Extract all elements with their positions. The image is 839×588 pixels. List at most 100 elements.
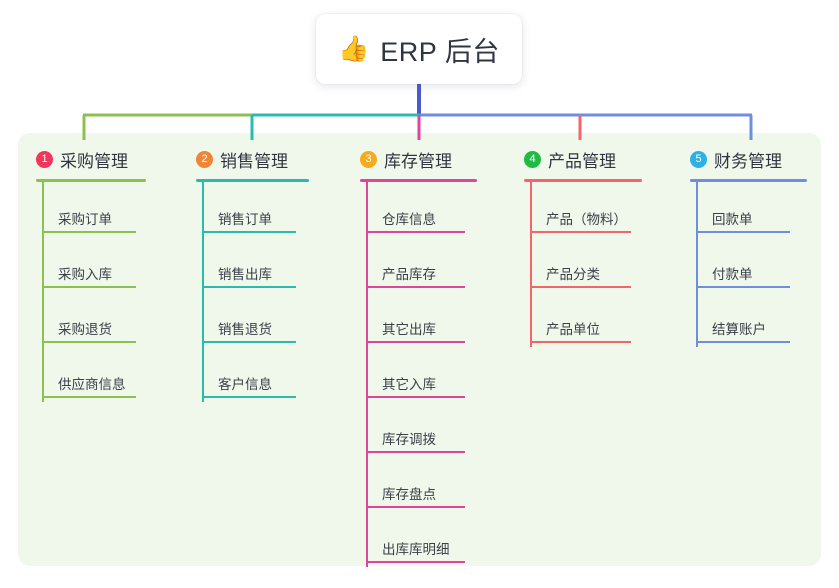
item-label: 采购订单 [58, 212, 112, 227]
item-connector-spine [530, 292, 532, 347]
module-item[interactable]: 采购入库 [36, 237, 146, 292]
item-underline [203, 341, 296, 343]
item-underline [367, 286, 465, 288]
module-item[interactable]: 产品分类 [524, 237, 642, 292]
item-underline [367, 231, 465, 233]
item-underline [531, 286, 631, 288]
root-node-content: 👍 ERP 后台 [338, 30, 500, 69]
module-item-list: 产品（物料） 产品分类产品单位 [524, 182, 642, 347]
item-underline [203, 286, 296, 288]
item-label: 付款单 [712, 267, 753, 282]
module-item[interactable]: 结算账户 [690, 292, 807, 347]
item-connector-spine [696, 182, 698, 237]
module-item[interactable]: 回款单 [690, 182, 807, 237]
item-connector-spine [366, 512, 368, 567]
item-label: 销售订单 [218, 212, 272, 227]
module-item[interactable]: 其它入库 [360, 347, 477, 402]
module-item[interactable]: 销售订单 [196, 182, 309, 237]
module-column-1: 1 采购管理采购订单采购入库采购退货供应商信息 [36, 147, 146, 402]
item-connector-spine [366, 457, 368, 512]
item-connector-spine [42, 237, 44, 292]
item-connector-spine [366, 402, 368, 457]
item-connector-spine [202, 292, 204, 347]
item-connector-spine [202, 237, 204, 292]
module-number-badge: 2 [196, 151, 213, 168]
module-header-rule [36, 179, 146, 182]
module-item[interactable]: 出库库明细 [360, 512, 477, 567]
item-underline [367, 561, 465, 563]
module-number-badge: 1 [36, 151, 53, 168]
item-label: 库存盘点 [382, 487, 436, 502]
module-item[interactable]: 供应商信息 [36, 347, 146, 402]
item-label: 客户信息 [218, 377, 272, 392]
item-underline [367, 506, 465, 508]
module-column-2: 2 销售管理销售订单销售出库销售退货客户信息 [196, 147, 309, 402]
module-number-badge: 3 [360, 151, 377, 168]
module-item-list: 仓库信息产品库存其它出库其它入库库存调拨库存盘点出库库明细 [360, 182, 477, 567]
module-item[interactable]: 销售出库 [196, 237, 309, 292]
item-label: 采购退货 [58, 322, 112, 337]
module-title: 库存管理 [384, 152, 452, 171]
module-item-list: 采购订单采购入库采购退货供应商信息 [36, 182, 146, 402]
module-item[interactable]: 仓库信息 [360, 182, 477, 237]
item-label: 产品（物料） [546, 212, 627, 227]
module-item[interactable]: 产品（物料） [524, 182, 642, 237]
module-header-1[interactable]: 1 采购管理 [36, 147, 146, 172]
item-label: 其它出库 [382, 322, 436, 337]
item-label: 出库库明细 [382, 542, 450, 557]
item-underline [203, 231, 296, 233]
item-underline [367, 341, 465, 343]
item-underline [367, 451, 465, 453]
module-header-rule [360, 179, 477, 182]
item-connector-spine [202, 182, 204, 237]
module-item[interactable]: 采购订单 [36, 182, 146, 237]
module-item[interactable]: 采购退货 [36, 292, 146, 347]
module-title: 采购管理 [60, 152, 128, 171]
item-label: 产品库存 [382, 267, 436, 282]
item-underline [531, 231, 631, 233]
module-title: 产品管理 [548, 152, 616, 171]
item-underline [697, 341, 790, 343]
module-item-list: 回款单付款单结算账户 [690, 182, 807, 347]
item-label: 产品单位 [546, 322, 600, 337]
item-underline [43, 341, 136, 343]
thumbs-up-icon: 👍 [338, 34, 370, 63]
item-label: 其它入库 [382, 377, 436, 392]
root-node-card[interactable]: 👍 ERP 后台 [316, 14, 522, 84]
item-underline [203, 396, 296, 398]
module-item[interactable]: 产品单位 [524, 292, 642, 347]
item-connector-spine [366, 292, 368, 347]
item-label: 回款单 [712, 212, 753, 227]
item-connector-spine [530, 237, 532, 292]
item-label: 结算账户 [712, 322, 766, 337]
module-title: 销售管理 [220, 152, 288, 171]
module-item[interactable]: 付款单 [690, 237, 807, 292]
item-underline [43, 231, 136, 233]
item-label: 销售出库 [218, 267, 272, 282]
item-label: 销售退货 [218, 322, 272, 337]
module-item[interactable]: 产品库存 [360, 237, 477, 292]
modules-panel [18, 133, 821, 566]
item-label: 供应商信息 [58, 377, 126, 392]
module-item[interactable]: 库存调拨 [360, 402, 477, 457]
module-item[interactable]: 库存盘点 [360, 457, 477, 512]
module-item[interactable]: 客户信息 [196, 347, 309, 402]
item-underline [531, 341, 631, 343]
module-header-3[interactable]: 3 库存管理 [360, 147, 477, 172]
item-connector-spine [202, 347, 204, 402]
module-header-rule [524, 179, 642, 182]
item-connector-spine [42, 182, 44, 237]
module-item-list: 销售订单销售出库销售退货客户信息 [196, 182, 309, 402]
item-connector-spine [42, 292, 44, 347]
item-connector-spine [366, 237, 368, 292]
module-item[interactable]: 销售退货 [196, 292, 309, 347]
item-underline [43, 286, 136, 288]
module-header-2[interactable]: 2 销售管理 [196, 147, 309, 172]
module-item[interactable]: 其它出库 [360, 292, 477, 347]
item-label: 库存调拨 [382, 432, 436, 447]
